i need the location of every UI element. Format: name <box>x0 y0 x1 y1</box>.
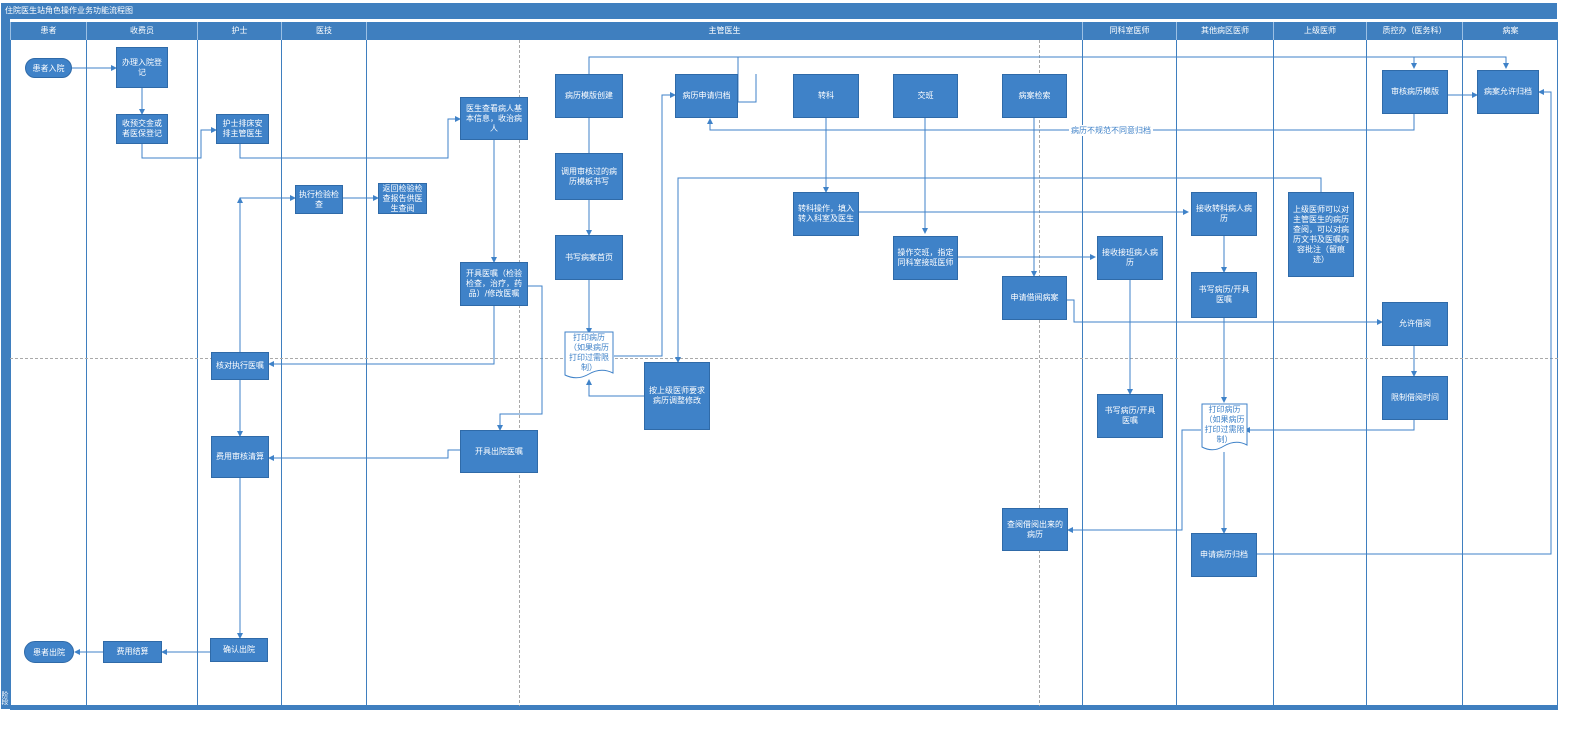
connector <box>614 92 676 357</box>
connector <box>675 177 1322 363</box>
lane-header-superior: 上级医师 <box>1273 22 1366 40</box>
connector <box>268 306 495 367</box>
lane-divider <box>366 40 367 706</box>
node-write-same: 书写病历/开具医嘱 <box>1097 394 1163 438</box>
connector <box>239 116 461 159</box>
lane-divider <box>1082 40 1083 706</box>
node-return-exam: 返回检验检查报告供医生查阅 <box>378 183 427 214</box>
node-doctor-view: 医生查看病人基本信息，收治病人 <box>460 97 528 140</box>
phase-strip: 阶段 <box>1 19 10 709</box>
node-transfer: 转科 <box>793 74 859 118</box>
node-transfer-op: 转科操作，填入转入科室及医生 <box>793 192 859 236</box>
node-template-create: 病历模版创建 <box>555 74 623 118</box>
doc-print-record-label: 打印病历（如果病历打印过需限制） <box>569 333 609 372</box>
node-apply-borrow: 申请借阅病案 <box>1002 276 1067 320</box>
lane-divider <box>1462 40 1463 706</box>
connector <box>1067 299 1383 325</box>
node-view-borrowed: 查阅借阅出来的病历 <box>1002 508 1068 551</box>
lane-header-patient: 患者 <box>10 22 86 40</box>
diagram-title: 住院医生站角色操作业务功能流程图 <box>1 3 1557 19</box>
connector <box>586 379 644 397</box>
node-handover-op: 操作交班，指定同科室接班医师 <box>893 236 958 280</box>
connector <box>737 56 1417 103</box>
node-deposit: 收预交金或者医保登记 <box>116 114 168 144</box>
connector <box>1257 89 1552 555</box>
lane-header-other-ward: 其他病区医师 <box>1176 22 1273 40</box>
lane-header-attending: 主管医生 <box>366 22 1082 40</box>
node-write-other: 书写病历/开具医嘱 <box>1191 272 1257 318</box>
node-verify-order: 核对执行医嘱 <box>211 352 269 380</box>
lane-header-nurse: 护士 <box>197 22 281 40</box>
lane-header-row: 患者 收费员 护士 医技 主管医生 同科室医师 其他病区医师 上级医师 质控办（… <box>10 22 1558 40</box>
node-audit-template: 审核病历模版 <box>1382 70 1448 114</box>
lane-divider <box>1366 40 1367 706</box>
start-patient-admit: 患者入院 <box>25 58 72 78</box>
connector <box>268 449 460 461</box>
node-call-template: 调用审核过的病历模板书写 <box>555 153 623 200</box>
lane-divider <box>197 40 198 706</box>
phase-separator <box>10 358 1558 359</box>
node-record-search: 病案检索 <box>1002 74 1067 118</box>
node-superior-note: 上级医师可以对主管医生的病历查阅，可以对病历文书及医嘱内容批注（留痕迹） <box>1288 192 1354 277</box>
node-apply-archive-2: 申请病历归档 <box>1191 533 1257 577</box>
edge-label-not-agree: 病历不规范不同意归档 <box>1069 125 1153 136</box>
node-order: 开具医嘱（检验检查，治疗，药品）/修改医嘱 <box>460 262 528 306</box>
node-handover: 交班 <box>893 74 958 118</box>
lane-divider <box>1273 40 1274 706</box>
node-modify-record: 按上级医师要求病历调整修改 <box>644 362 710 430</box>
connector <box>141 127 217 159</box>
connector <box>497 285 543 431</box>
node-admission-registration: 办理入院登记 <box>116 47 168 88</box>
lane-divider <box>1176 40 1177 706</box>
section-separator <box>1039 40 1040 708</box>
lane-header-qc: 质控办（医务科） <box>1366 22 1462 40</box>
doc-print-record-other-label: 打印病历（如果病历打印过需限制） <box>1204 405 1245 444</box>
node-confirm-discharge: 确认出院 <box>210 638 268 662</box>
node-fee-audit: 费用审核清算 <box>211 436 269 478</box>
lane-header-records: 病案 <box>1462 22 1558 40</box>
phase-label: 阶段 <box>1 691 9 705</box>
bottom-bar <box>10 706 1558 710</box>
connector <box>1067 429 1201 533</box>
node-fee-settle: 费用结算 <box>103 641 162 663</box>
node-limit-borrow: 限制借阅时间 <box>1382 376 1448 420</box>
connector <box>707 114 1415 131</box>
lane-header-tech: 医技 <box>281 22 366 40</box>
node-allow-borrow: 允许借阅 <box>1382 302 1448 346</box>
node-receive-shift: 接收接班病人病历 <box>1097 236 1163 280</box>
connector <box>1244 420 1415 433</box>
node-receive-transfer: 接收转科病人病历 <box>1191 192 1257 236</box>
end-patient-discharged: 患者出院 <box>24 641 74 663</box>
node-write-first-page: 书写病案首页 <box>555 235 623 280</box>
lane-divider <box>86 40 87 706</box>
node-allow-archive: 病案允许归档 <box>1477 70 1539 114</box>
section-separator <box>519 40 520 708</box>
lane-divider <box>281 40 282 706</box>
lane-header-cashier: 收费员 <box>86 22 197 40</box>
node-discharge-order: 开具出院医嘱 <box>460 430 538 473</box>
node-nurse-bed: 护士排床安排主管医生 <box>216 114 269 144</box>
lane-header-same-dept: 同科室医师 <box>1082 22 1176 40</box>
node-exec-exam: 执行检验检查 <box>295 185 343 214</box>
connector <box>211 197 243 369</box>
node-apply-archive: 病历申请归档 <box>675 74 738 118</box>
doc-print-record-other: 打印病历（如果病历打印过需限制） <box>1201 403 1248 453</box>
doc-print-record: 打印病历（如果病历打印过需限制） <box>564 331 614 381</box>
